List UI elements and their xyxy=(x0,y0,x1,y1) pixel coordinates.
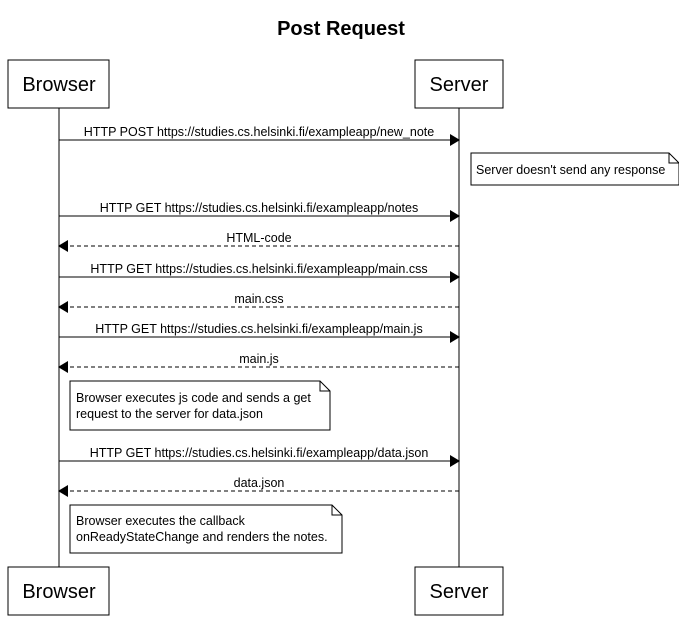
message-arrow: data.json xyxy=(58,476,459,497)
note-text: Server doesn't send any response xyxy=(476,163,665,177)
message-label: HTTP GET https://studies.cs.helsinki.fi/… xyxy=(100,201,418,215)
note-text: Browser executes js code and sends a get xyxy=(76,391,311,405)
message-label: HTTP GET https://studies.cs.helsinki.fi/… xyxy=(90,446,429,460)
actor-browser-label: Browser xyxy=(22,581,96,603)
message-arrow: HTML-code xyxy=(58,231,459,252)
note: Server doesn't send any response xyxy=(470,152,679,186)
message-arrow: main.css xyxy=(58,292,459,313)
message-label: HTTP GET https://studies.cs.helsinki.fi/… xyxy=(90,262,427,276)
actor-server-top: Server xyxy=(414,59,504,109)
message-label: HTTP POST https://studies.cs.helsinki.fi… xyxy=(84,125,434,139)
message-label: main.js xyxy=(239,352,279,366)
message-arrow: HTTP GET https://studies.cs.helsinki.fi/… xyxy=(59,262,460,283)
diagram-title: Post Request xyxy=(277,18,405,40)
note: Browser executes js code and sends a get… xyxy=(69,380,331,431)
note: Browser executes the callback onReadySta… xyxy=(69,504,343,554)
message-label: main.css xyxy=(234,292,283,306)
note-text: Browser executes the callback xyxy=(76,514,246,528)
message-label: data.json xyxy=(234,476,285,490)
message-arrow: HTTP GET https://studies.cs.helsinki.fi/… xyxy=(59,446,460,467)
note-text: onReadyStateChange and renders the notes… xyxy=(76,530,328,544)
actor-browser-bottom: Browser xyxy=(7,566,110,616)
actor-browser-label: Browser xyxy=(22,74,96,96)
actor-server-bottom: Server xyxy=(414,566,504,616)
message-arrow: HTTP GET https://studies.cs.helsinki.fi/… xyxy=(59,201,460,222)
actor-server-label: Server xyxy=(430,581,489,603)
message-label: HTML-code xyxy=(226,231,291,245)
message-label: HTTP GET https://studies.cs.helsinki.fi/… xyxy=(95,322,422,336)
actor-server-label: Server xyxy=(430,74,489,96)
message-arrow: main.js xyxy=(58,352,459,373)
message-arrow: HTTP GET https://studies.cs.helsinki.fi/… xyxy=(59,322,460,343)
actor-browser-top: Browser xyxy=(7,59,110,109)
message-arrow: HTTP POST https://studies.cs.helsinki.fi… xyxy=(59,125,460,146)
note-text: request to the server for data.json xyxy=(76,407,263,421)
